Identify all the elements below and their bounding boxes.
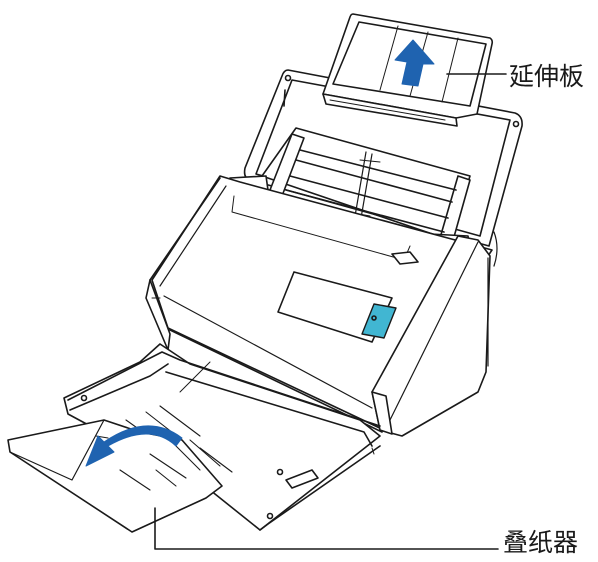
stacker-tray [63, 343, 381, 531]
stacker-label: 叠纸器 [503, 528, 579, 557]
arrow-up-icon [394, 39, 435, 87]
extension-board-label: 延伸板 [509, 62, 585, 91]
stacker-extension [7, 405, 233, 533]
curved-arrow-icon [85, 425, 183, 467]
side-panel [371, 231, 498, 437]
stacker-callout-line [154, 507, 499, 550]
